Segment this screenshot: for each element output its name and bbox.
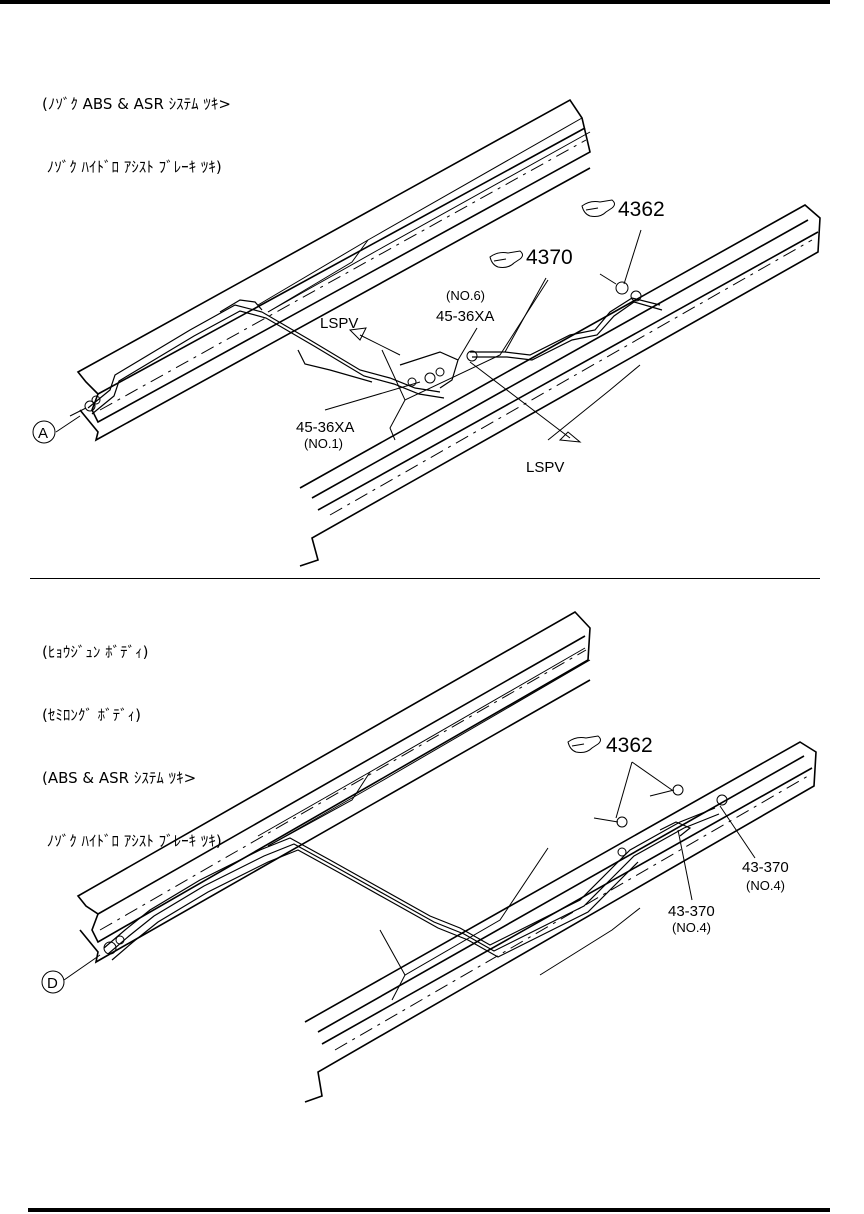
ref-4362[interactable]: 4362 bbox=[618, 198, 665, 221]
part-43-370-right[interactable]: 43-370 bbox=[742, 859, 789, 876]
ref-4362[interactable]: 4362 bbox=[606, 734, 653, 757]
leader-lines bbox=[55, 229, 642, 443]
brake-pipes bbox=[103, 807, 720, 961]
top-border bbox=[0, 0, 830, 4]
ref-4370[interactable]: 4370 bbox=[526, 246, 573, 269]
part-45-36xa-upper[interactable]: 45-36XA bbox=[436, 308, 494, 325]
bottom-border bbox=[28, 1208, 830, 1212]
crossmember bbox=[257, 647, 641, 1001]
bottom-condition-line: (ﾋｮｳｼﾞｭﾝ ﾎﾞﾃﾞｨ) bbox=[42, 643, 149, 661]
part-43-370-mid[interactable]: 43-370 bbox=[668, 903, 715, 920]
bottom-condition-line: (ｾﾐﾛﾝｸﾞ ﾎﾞﾃﾞｨ) bbox=[42, 706, 141, 724]
label-no4-right: (NO.4) bbox=[746, 878, 785, 893]
callout-circle bbox=[32, 420, 56, 444]
label-lspv-right: LSPV bbox=[526, 459, 564, 476]
label-lspv-left: LSPV bbox=[320, 315, 358, 332]
top-condition-line: ﾉｿﾞｸ ﾊｲﾄﾞﾛ ｱｼｽﾄ ﾌﾞﾚｰｷ ﾂｷ) bbox=[42, 158, 222, 176]
bottom-conditions: (ﾋｮｳｼﾞｭﾝ ﾎﾞﾃﾞｨ) (ｾﾐﾛﾝｸﾞ ﾎﾞﾃﾞｨ) (ABS & AS… bbox=[42, 600, 222, 873]
reference-hand-icon bbox=[581, 199, 615, 217]
callout-circle bbox=[41, 970, 65, 994]
label-no1: (NO.1) bbox=[304, 436, 343, 451]
top-diagram: 4362 4370 LSPV (NO.6) 45-36XA 45-36XA (N… bbox=[32, 98, 821, 567]
reference-hand-icon bbox=[567, 735, 601, 753]
label-no6: (NO.6) bbox=[446, 288, 485, 303]
right-frame-rail bbox=[304, 741, 817, 1103]
right-frame-rail bbox=[299, 204, 821, 567]
top-conditions: (ﾉｿﾞｸ ABS & ASR ｼｽﾃﾑ ﾂｷ> ﾉｿﾞｸ ﾊｲﾄﾞﾛ ｱｼｽﾄ… bbox=[42, 52, 231, 199]
left-frame-rail bbox=[76, 98, 591, 442]
left-frame-rail bbox=[76, 610, 591, 964]
callout-d[interactable]: D bbox=[47, 975, 58, 992]
leader-lines bbox=[63, 761, 756, 981]
section-divider bbox=[30, 578, 820, 579]
callout-a[interactable]: A bbox=[38, 425, 48, 442]
part-45-36xa-lower[interactable]: 45-36XA bbox=[296, 419, 354, 436]
bottom-condition-line: (ABS & ASR ｼｽﾃﾑ ﾂｷ> bbox=[42, 769, 197, 787]
bottom-condition-line: ﾉｿﾞｸ ﾊｲﾄﾞﾛ ｱｼｽﾄ ﾌﾞﾚｰｷ ﾂｷ) bbox=[42, 832, 222, 850]
fittings bbox=[103, 784, 728, 955]
fittings bbox=[69, 273, 642, 417]
bottom-diagram: 4362 43-370 (NO.4) 43-370 (NO.4) D bbox=[41, 610, 817, 1103]
top-condition-line: (ﾉｿﾞｸ ABS & ASR ｼｽﾃﾑ ﾂｷ> bbox=[42, 95, 231, 113]
label-no4-mid: (NO.4) bbox=[672, 920, 711, 935]
reference-hand-icon bbox=[489, 250, 523, 268]
